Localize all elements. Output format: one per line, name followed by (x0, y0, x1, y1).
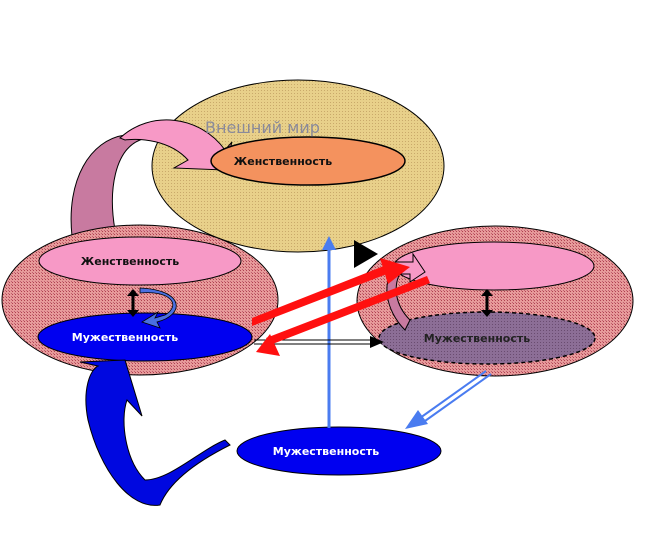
left-femininity-label: Женственность (81, 255, 179, 268)
right-double-arrow (481, 289, 493, 317)
left-masculinity-label: Мужественность (72, 331, 178, 344)
external-masculinity-label: Мужественность (273, 445, 379, 458)
left-masculinity-ellipse (37, 312, 253, 362)
blue-circular-arrow (139, 287, 177, 329)
right-masculinity-label: Мужественность (424, 332, 530, 345)
mauve-arrow-body (70, 134, 142, 237)
pink-arrow-to-world (119, 119, 233, 171)
big-blue-curved-arrow (79, 359, 231, 506)
left-femininity-ellipse (38, 236, 242, 286)
black-triangle-marker (354, 240, 378, 268)
red-arrow-to-right (252, 258, 410, 326)
red-arrow-to-left (256, 276, 430, 356)
world-femininity-ellipse (210, 136, 406, 186)
blue-vertical-arrow (322, 236, 336, 428)
outer-world-label: Внешний мир (205, 118, 320, 137)
blue-double-line-arrow (405, 370, 492, 429)
left-double-arrow (127, 289, 139, 317)
external-masculinity-ellipse (236, 426, 442, 476)
world-femininity-label: Женственность (234, 155, 332, 168)
